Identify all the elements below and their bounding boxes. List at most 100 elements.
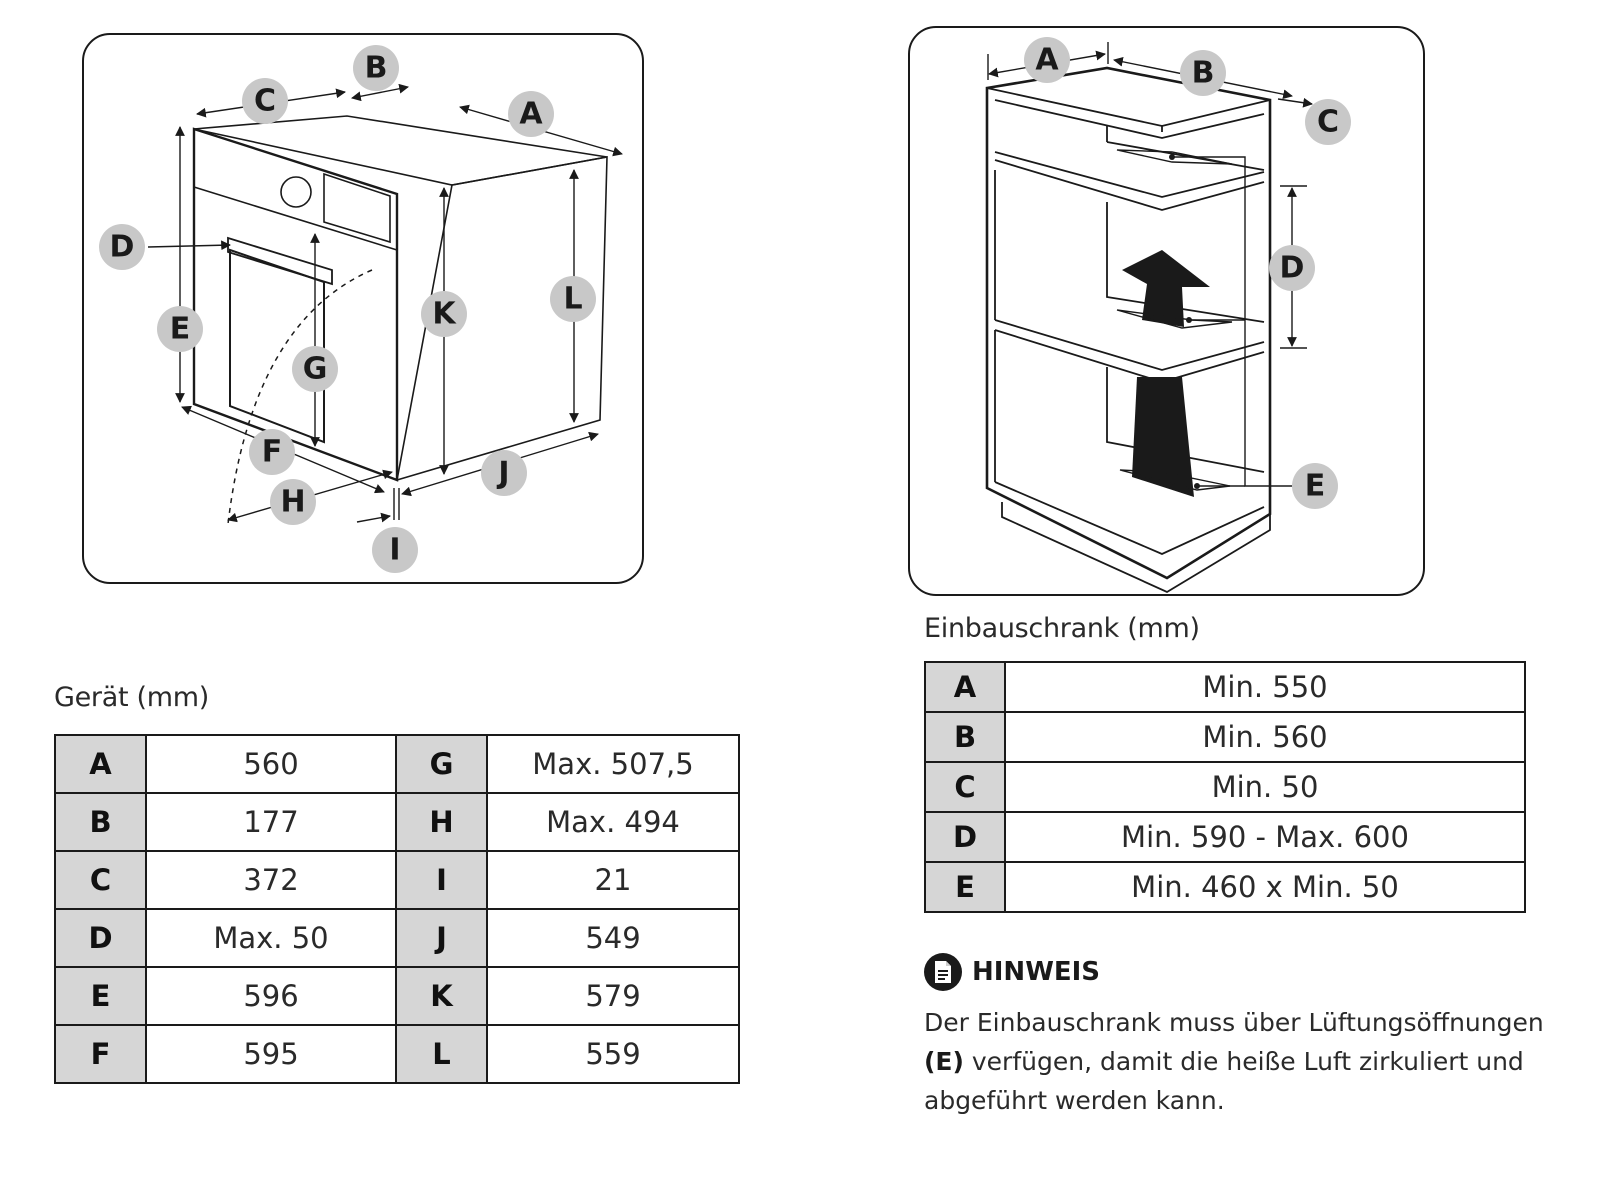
- dimension-key: G: [395, 734, 488, 794]
- svg-text:J: J: [496, 456, 509, 491]
- badge-c: C: [242, 78, 288, 124]
- svg-text:E: E: [1305, 469, 1326, 504]
- note-text: Der Einbauschrank muss über Lüftungsöffn…: [924, 1003, 1564, 1120]
- badge-l: L: [550, 276, 596, 322]
- svg-text:I: I: [389, 533, 400, 568]
- cabinet-diagram-panel: A B C D E: [908, 26, 1425, 596]
- note-title: HINWEIS: [972, 957, 1101, 987]
- dimension-key: A: [54, 734, 147, 794]
- dimension-badges: A B C D E F G H I J K L: [99, 45, 596, 573]
- badge-d: D: [1269, 245, 1315, 291]
- dimension-key: L: [395, 1024, 488, 1084]
- badge-j: J: [481, 450, 527, 496]
- dimension-key: K: [395, 966, 488, 1026]
- svg-text:H: H: [280, 485, 305, 520]
- dimension-value: Max. 50: [145, 908, 397, 968]
- dimension-key: H: [395, 792, 488, 852]
- svg-text:L: L: [563, 282, 582, 317]
- dimension-key: B: [54, 792, 147, 852]
- dimension-key: A: [924, 661, 1006, 713]
- dimension-value: 596: [145, 966, 397, 1026]
- device-diagram-panel: A B C D E F G H I J K L: [82, 33, 644, 584]
- dimension-key: B: [924, 711, 1006, 763]
- svg-text:C: C: [1317, 105, 1339, 140]
- cabinet-dimension-drawing: A B C D E: [985, 37, 1351, 594]
- einbauschrank-caption: Einbauschrank (mm): [924, 613, 1200, 644]
- svg-text:A: A: [1035, 43, 1059, 78]
- dimension-key: D: [924, 811, 1006, 863]
- dimension-value: Min. 590 - Max. 600: [1004, 811, 1526, 863]
- svg-text:B: B: [1192, 56, 1215, 91]
- badge-i: I: [372, 527, 418, 573]
- svg-text:B: B: [365, 51, 388, 86]
- dimension-value: 549: [486, 908, 740, 968]
- dimension-value: 21: [486, 850, 740, 910]
- svg-text:A: A: [519, 97, 543, 132]
- badge-a: A: [1024, 37, 1070, 83]
- dimension-value: Min. 560: [1004, 711, 1526, 763]
- note-header: HINWEIS: [924, 952, 1100, 992]
- dimension-key: E: [54, 966, 147, 1026]
- dimension-key: C: [924, 761, 1006, 813]
- dimension-value: Min. 460 x Min. 50: [1004, 861, 1526, 913]
- badge-c: C: [1305, 99, 1351, 145]
- badge-d: D: [99, 224, 145, 270]
- badge-b: B: [1180, 50, 1226, 96]
- dimension-key: C: [54, 850, 147, 910]
- cabinet-badges: A B C D E: [1024, 37, 1351, 509]
- badge-g: G: [292, 346, 338, 392]
- dimension-value: 559: [486, 1024, 740, 1084]
- badge-b: B: [353, 45, 399, 91]
- badge-a: A: [508, 91, 554, 137]
- badge-e: E: [1292, 463, 1338, 509]
- dimension-key: I: [395, 850, 488, 910]
- dimension-value: Min. 50: [1004, 761, 1526, 813]
- badge-k: K: [421, 291, 467, 337]
- dimension-key: D: [54, 908, 147, 968]
- cabinet-outline: [985, 66, 1272, 594]
- dimension-value: 579: [486, 966, 740, 1026]
- svg-text:F: F: [262, 435, 283, 470]
- svg-text:D: D: [1280, 251, 1305, 286]
- dimension-key: F: [54, 1024, 147, 1084]
- svg-text:D: D: [110, 230, 135, 265]
- dimension-value: Max. 507,5: [486, 734, 740, 794]
- dimension-value: 372: [145, 850, 397, 910]
- note-document-icon: [924, 953, 962, 991]
- airflow-arrows: [1122, 250, 1210, 497]
- dimension-value: Max. 494: [486, 792, 740, 852]
- oven-body-outline: [192, 115, 608, 482]
- badge-e: E: [157, 306, 203, 352]
- svg-text:K: K: [432, 297, 457, 332]
- dimension-value: Min. 550: [1004, 661, 1526, 713]
- badge-f: F: [249, 429, 295, 475]
- note-text-before: Der Einbauschrank muss über Lüftungsöffn…: [924, 1008, 1544, 1037]
- badge-h: H: [270, 479, 316, 525]
- dimension-value: 560: [145, 734, 397, 794]
- note-text-ref: (E): [924, 1047, 964, 1076]
- dimension-value: 177: [145, 792, 397, 852]
- svg-text:G: G: [303, 352, 328, 387]
- oven-dimension-drawing: A B C D E F G H I J K L: [99, 45, 623, 573]
- svg-text:C: C: [254, 84, 276, 119]
- dimension-key: J: [395, 908, 488, 968]
- note-text-after: verfügen, damit die heiße Luft zirkulier…: [924, 1047, 1524, 1115]
- dimension-value: 595: [145, 1024, 397, 1084]
- dimension-key: E: [924, 861, 1006, 913]
- svg-text:E: E: [170, 312, 191, 347]
- geraet-caption: Gerät (mm): [54, 682, 210, 713]
- vent-leader-lines: [1172, 156, 1292, 487]
